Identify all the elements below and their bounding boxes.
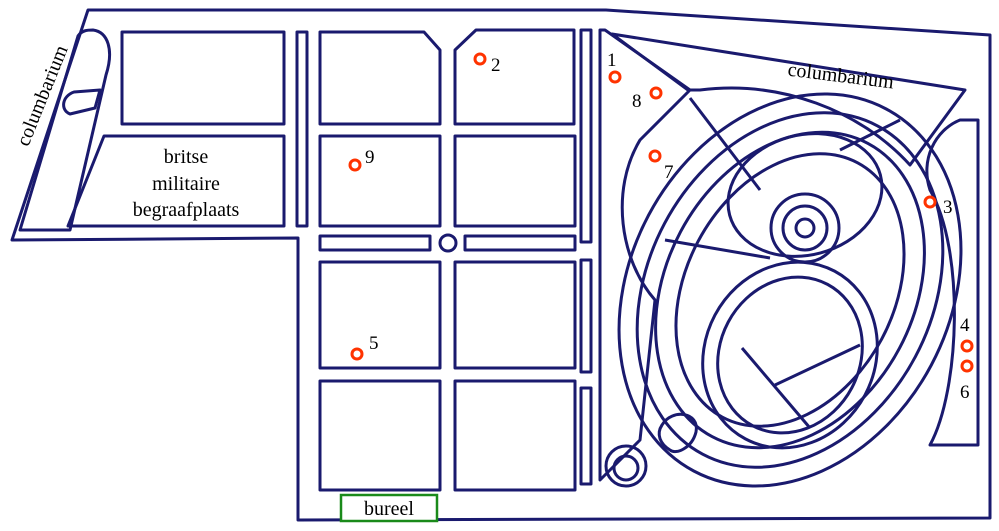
british-military-block (66, 134, 286, 228)
office-box (339, 493, 439, 523)
marker-4[interactable] (960, 339, 974, 353)
park-upper-oval (726, 132, 884, 258)
marker-4-label: 4 (960, 315, 970, 336)
columbarium-left-label: columbarium (12, 42, 73, 150)
radial-path-1 (688, 97, 762, 191)
path-left (295, 30, 309, 228)
marker-9-label: 9 (365, 147, 375, 168)
block-e (453, 134, 577, 228)
strip-left (318, 234, 432, 252)
radial-path-5 (839, 118, 901, 152)
marker-1[interactable] (608, 70, 622, 84)
marker-7-label: 7 (664, 162, 674, 183)
roundabout (438, 233, 458, 253)
path-mid-bottom (579, 386, 593, 486)
block-h (318, 379, 442, 492)
park-inner-oval-outer (701, 260, 879, 450)
park-center-ring (781, 204, 829, 252)
small-court (62, 88, 102, 116)
block-a (120, 30, 286, 126)
british-label-1: britse (164, 146, 209, 168)
right-strip (598, 28, 692, 482)
park-center-ring-outer (769, 192, 841, 264)
entrance-court (657, 412, 698, 454)
park-ring-3 (654, 130, 926, 450)
british-label-3: begraafplaats (133, 199, 240, 221)
block-b (318, 30, 442, 126)
strip-right (463, 234, 577, 252)
block-i (453, 379, 577, 492)
block-c (453, 28, 576, 126)
block-g (453, 260, 577, 370)
path-mid (579, 28, 593, 244)
radial-path-3 (740, 347, 812, 429)
marker-9[interactable] (348, 158, 362, 172)
marker-8[interactable] (649, 86, 663, 100)
columbarium-right-label: columbarium (786, 59, 895, 94)
entrance-circle-outer (604, 444, 648, 488)
marker-5[interactable] (350, 347, 364, 361)
park-ring-outer (617, 92, 963, 488)
office-label: bureel (364, 498, 414, 520)
radial-path-2 (664, 238, 771, 260)
path-mid-lower (579, 258, 593, 374)
entrance-circle (612, 454, 640, 482)
park-ring-2 (635, 111, 945, 469)
marker-5-label: 5 (369, 333, 379, 354)
left-columbarium-area (18, 28, 111, 232)
cemetery-boundary (10, 8, 992, 522)
radial-path-4 (774, 343, 861, 387)
british-label-2: militaire (152, 173, 220, 195)
marker-3-label: 3 (943, 197, 953, 218)
block-f (318, 260, 442, 370)
park-center (794, 217, 816, 239)
park-inner-oval (716, 275, 864, 435)
marker-1-label: 1 (607, 50, 617, 71)
right-edge-strip (925, 118, 980, 447)
marker-7[interactable] (648, 149, 662, 163)
block-d (318, 134, 442, 228)
park-ring-4 (674, 152, 906, 428)
marker-6[interactable] (960, 359, 974, 373)
top-right-band (610, 32, 967, 167)
marker-2[interactable] (473, 52, 487, 66)
marker-8-label: 8 (632, 91, 642, 112)
marker-6-label: 6 (960, 382, 970, 403)
marker-2-label: 2 (491, 55, 501, 76)
marker-3[interactable] (923, 195, 937, 209)
